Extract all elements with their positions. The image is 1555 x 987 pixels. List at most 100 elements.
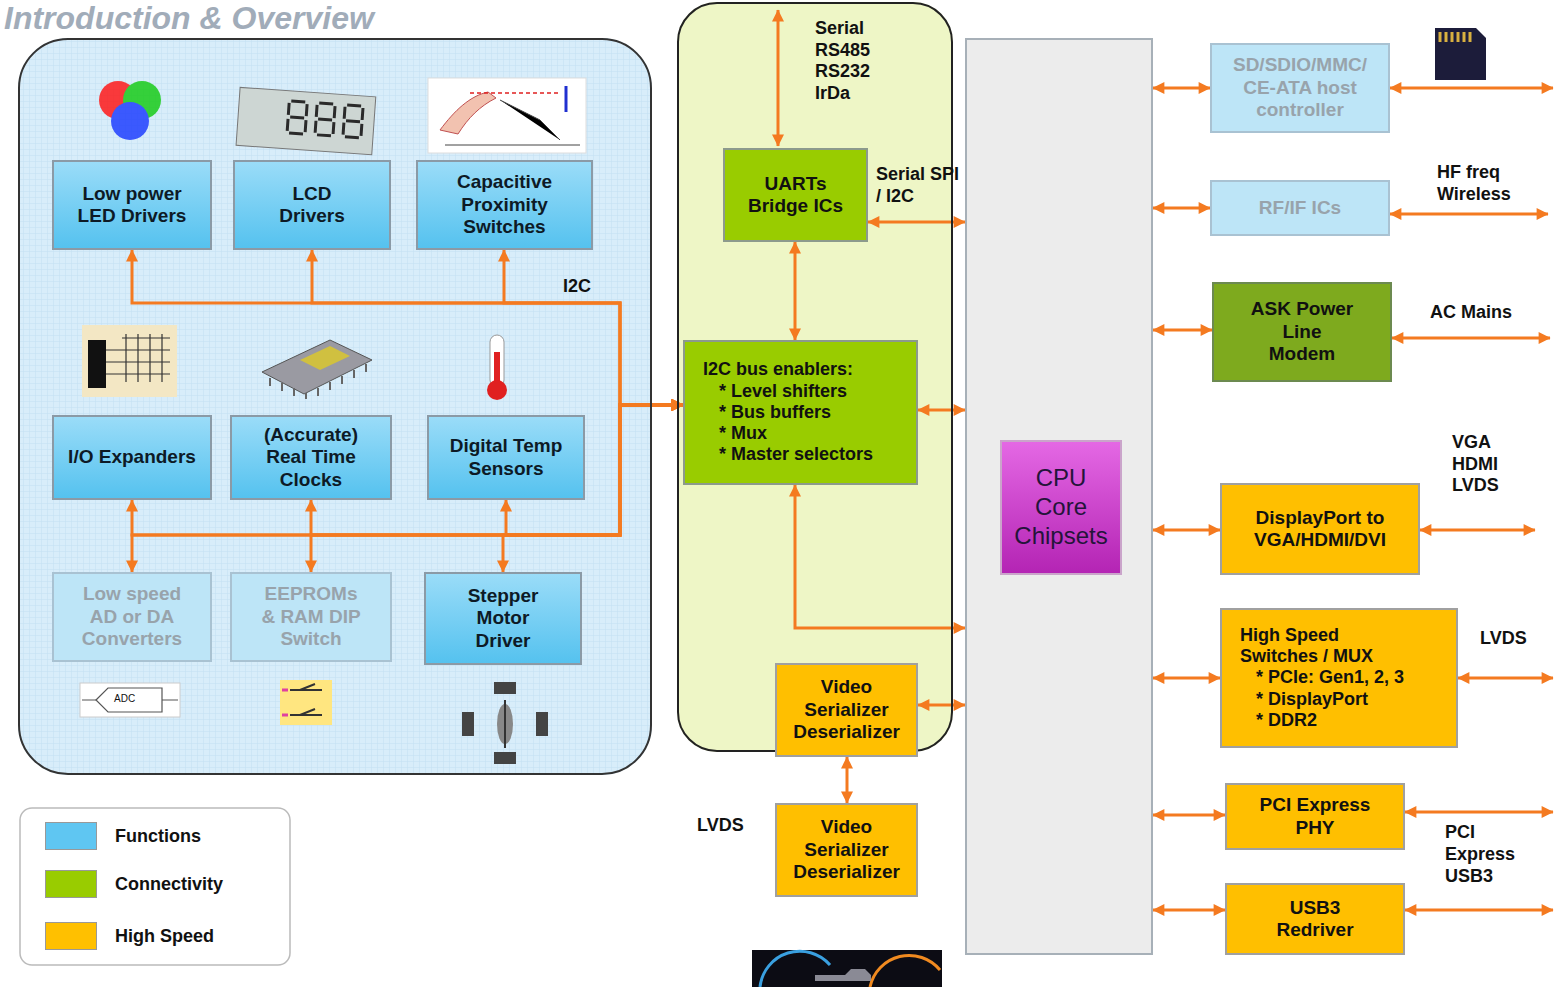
box-text: Digital Temp Sensors [436, 435, 576, 480]
high-speed-box: High Speed Switches / MUX* PCIe: Gen1, 2… [1220, 608, 1458, 748]
box-text: UARTs Bridge ICs [746, 173, 846, 218]
proximity-icon [428, 78, 586, 153]
connector [1153, 677, 1220, 680]
signal-label: AC Mains [1430, 302, 1512, 324]
region-fill [18, 2, 953, 965]
connector [312, 250, 683, 405]
signal-label: USB3 [1445, 866, 1493, 888]
high-speed-box: USB3 Redriver [1225, 883, 1405, 955]
signal-label: LVDS [697, 815, 744, 837]
function-box: I/O Expanders [52, 415, 212, 500]
signal-label: PCI Express [1445, 822, 1525, 865]
box-text: ASK Power Line Modem [1247, 298, 1357, 365]
box-text: * PCIe: Gen1, 2, 3 [1240, 667, 1404, 688]
rgb-led-icon [99, 81, 161, 140]
box-text: Video Serializer Deserializer [787, 676, 907, 743]
cpu-column: CPU Core Chipsets [965, 38, 1153, 955]
signal-label: ADC [114, 693, 135, 705]
group-region: Serial RS485 RS232 IrDaUARTs Bridge ICsI… [677, 2, 953, 752]
function-box: LCD Drivers [233, 160, 391, 250]
high-speed-box: DisplayPort to VGA/HDMI/DVI [1220, 483, 1420, 575]
box-text: RF/IF ICs [1259, 197, 1341, 219]
function-box: Low power LED Drivers [52, 160, 212, 250]
box-text: EEPROMs & RAM DIP Switch [261, 583, 361, 650]
rtc-chip-icon [262, 340, 372, 399]
connectivity-box: UARTs Bridge ICs [723, 148, 868, 242]
box-text: Capacitive Proximity Switches [430, 171, 580, 238]
connector [1153, 814, 1225, 817]
group-region: I2C Low power LED Drivers LCD Drivers Capac… [18, 38, 652, 775]
box-text: (Accurate) Real Time Clocks [251, 424, 371, 491]
box-text: Low power LED Drivers [77, 183, 187, 228]
thermometer-icon [487, 335, 507, 400]
connectivity-box: ASK Power Line Modem [1212, 282, 1392, 382]
connector [918, 704, 965, 707]
stepper-icon [462, 682, 548, 764]
legend-swatch [45, 822, 97, 850]
connector [132, 405, 683, 535]
box-text: DisplayPort to VGA/HDMI/DVI [1235, 507, 1405, 552]
connector [1153, 329, 1212, 332]
legend-swatch [45, 870, 97, 898]
function-box: Digital Temp Sensors [427, 415, 585, 500]
connector [132, 250, 683, 405]
connectivity-box: I2C bus enablers:* Level shifters* Bus b… [683, 340, 918, 485]
function-box: RF/IF ICs [1210, 180, 1390, 236]
lcd-icon [236, 87, 376, 154]
box-text: * Master selectors [703, 444, 873, 465]
box-text: I/O Expanders [68, 446, 196, 468]
legend-text: Connectivity [115, 874, 223, 895]
connector [795, 485, 965, 628]
high-speed-box: Video Serializer Deserializer [775, 803, 918, 897]
function-box: Capacitive Proximity Switches [416, 160, 593, 250]
box-text: USB3 Redriver [1270, 897, 1360, 942]
high-speed-box: Video Serializer Deserializer [775, 663, 918, 757]
legend-text: Functions [115, 826, 201, 847]
box-text: PCI Express PHY [1255, 794, 1375, 839]
high-speed-box: PCI Express PHY [1225, 783, 1405, 850]
connector [1153, 87, 1210, 90]
connector [1153, 529, 1220, 532]
function-box: Stepper Motor Driver [424, 572, 582, 665]
connector [1153, 207, 1210, 210]
signal-label: HF freq Wireless [1437, 162, 1532, 205]
connector [132, 405, 683, 572]
box-text: High Speed Switches / MUX [1240, 625, 1390, 667]
function-box: EEPROMs & RAM DIP Switch [230, 572, 392, 662]
signal-label: LVDS [1480, 628, 1527, 650]
connector [794, 242, 797, 340]
box-text: Video Serializer Deserializer [787, 816, 907, 883]
legend-text: High Speed [115, 926, 214, 947]
function-box: (Accurate) Real Time Clocks [230, 415, 392, 500]
region-label: Serial RS485 RS232 IrDa [815, 18, 890, 104]
box-text: * Mux [703, 423, 767, 444]
adc-icon [80, 683, 180, 717]
connector [1153, 909, 1225, 912]
box-text: * DDR2 [1240, 710, 1317, 731]
sd-card-icon [1435, 28, 1486, 80]
signal-label: VGA HDMI LVDS [1452, 432, 1507, 497]
box-text: * Bus buffers [703, 402, 831, 423]
box-text: I2C bus enablers: [703, 359, 853, 380]
box-text: * Level shifters [703, 381, 847, 402]
dashboard-icon [752, 950, 942, 987]
connector [504, 250, 683, 405]
box-text: * DisplayPort [1240, 689, 1368, 710]
function-box: Low speed AD or DA Converters [52, 572, 212, 662]
box-text: LCD Drivers [267, 183, 357, 228]
box-text: Low speed AD or DA Converters [77, 583, 187, 650]
box-text: Stepper Motor Driver [458, 585, 548, 652]
io-expander-icon [82, 325, 177, 397]
box-text: SD/SDIO/MMC/ CE-ATA host controller [1220, 54, 1380, 121]
legend-swatch [45, 922, 97, 950]
dip-switch-icon [280, 680, 332, 725]
connector [846, 757, 849, 803]
function-box: SD/SDIO/MMC/ CE-ATA host controller [1210, 43, 1390, 133]
connector [918, 409, 965, 412]
edge-label: Serial SPI / I2C [876, 164, 966, 207]
region-label: I2C [563, 276, 591, 298]
page-title: Introduction & Overview [4, 0, 374, 37]
cpu-core-box: CPU Core Chipsets [1000, 440, 1122, 575]
connector [868, 221, 965, 224]
